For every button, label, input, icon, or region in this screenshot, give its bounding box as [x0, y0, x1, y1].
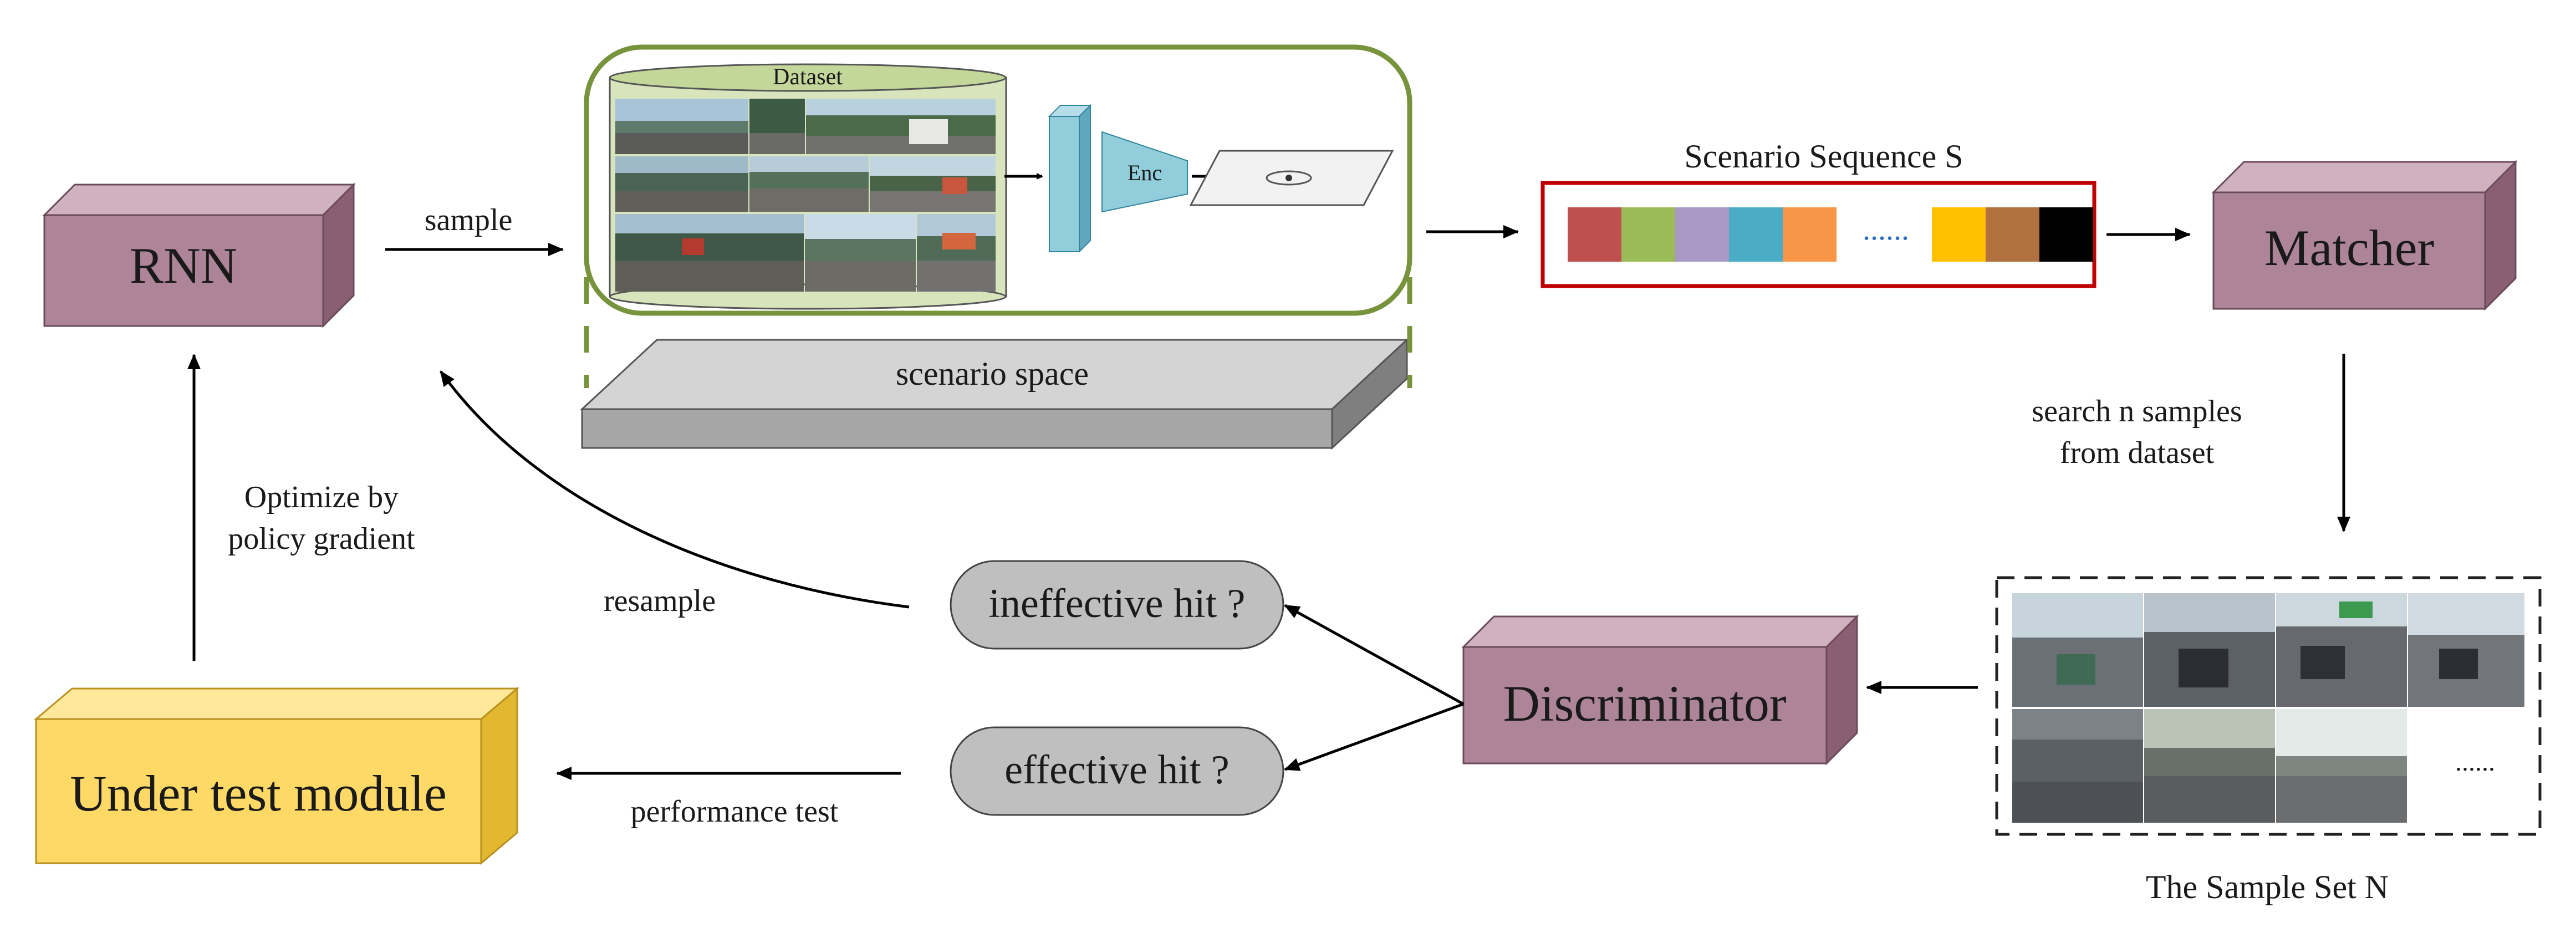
sample-set-image-grid: ...... [2012, 593, 2524, 823]
sample-label: sample [425, 203, 513, 237]
sample-set-ellipsis: ...... [2455, 747, 2495, 777]
performance-test-label: performance test [631, 794, 839, 829]
encoder-label: Enc [1128, 160, 1162, 185]
latent-space-plane [1189, 150, 1394, 206]
matcher-label: Matcher [2264, 220, 2435, 276]
scenario-sequence-ellipsis: ...... [1863, 212, 1909, 247]
optimize-label-line2: policy gradient [228, 522, 415, 556]
under-test-module-box: Under test module [33, 686, 520, 865]
scenario-space-slab: scenario space [580, 338, 1409, 450]
sample-set-caption: The Sample Set N [2146, 869, 2389, 905]
ineffective-hit-node: ineffective hit ? [950, 560, 1284, 650]
sequence-block [1621, 207, 1675, 262]
discriminator-box: Discriminator [1461, 614, 1859, 766]
scenario-sampling-frame [584, 44, 1412, 316]
effective-hit-node: effective hit ? [950, 726, 1284, 816]
scenario-sequence-title: Scenario Sequence S [1684, 138, 1963, 175]
sequence-block [1783, 207, 1837, 262]
sample-set-row-2 [2012, 709, 2407, 823]
search-label-line2: from dataset [2060, 436, 2215, 470]
sequence-block [1675, 207, 1729, 262]
matcher-box: Matcher [2211, 160, 2518, 311]
scenario-sequence-blocks [1568, 207, 2093, 262]
effective-hit-label: effective hit ? [1004, 747, 1229, 793]
resample-label: resample [604, 584, 716, 618]
dataset-image-row-3 [615, 214, 996, 292]
discriminator-label: Discriminator [1503, 675, 1787, 732]
dataset-label: Dataset [773, 64, 843, 90]
dataset-image-row-1 [615, 99, 996, 154]
sequence-block [1568, 207, 1621, 262]
search-label-line1: search n samples [2032, 394, 2242, 429]
rnn-label: RNN [130, 237, 237, 294]
rnn-box: RNN [42, 182, 356, 328]
sample-set-row-1 [2012, 593, 2524, 707]
discriminator-to-effective-arrow [1284, 702, 1464, 771]
sequence-block [1986, 207, 2039, 262]
ineffective-hit-label: ineffective hit ? [989, 581, 1246, 626]
sequence-block [2039, 207, 2093, 262]
resample-arrow [439, 370, 910, 609]
sequence-block [1729, 207, 1783, 262]
sequence-block [1932, 207, 1986, 262]
under-test-module-label: Under test module [70, 765, 447, 822]
dataset-image-row-2 [615, 156, 996, 212]
encoder-prism-block [1048, 104, 1092, 253]
scenario-space-label: scenario space [896, 355, 1089, 392]
encoder-trapezoid: Enc [1101, 131, 1188, 213]
optimize-label-line1: Optimize by [244, 480, 399, 514]
dataset-image-grid [615, 99, 996, 292]
discriminator-to-ineffective-arrow [1284, 604, 1465, 706]
